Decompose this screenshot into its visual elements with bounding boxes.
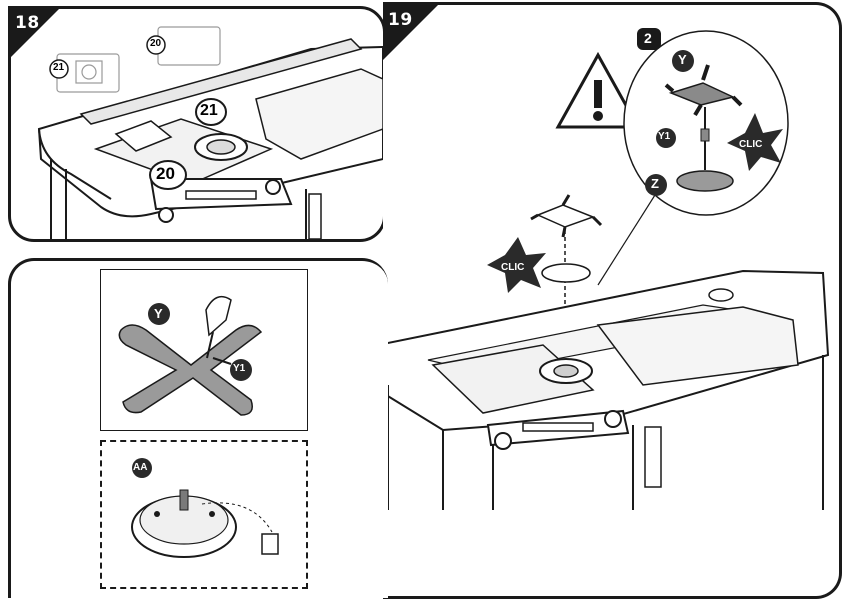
warning-triangle-icon	[555, 51, 641, 129]
part-AA-callout: AA	[133, 462, 148, 473]
part-Z-callout: Z	[651, 176, 659, 191]
clic-label-main: CLIC	[501, 262, 525, 273]
leg-assembly-subpanel: Y Y1	[100, 269, 308, 431]
step-19-number: 19	[388, 10, 413, 30]
part-20-box-label: 20	[150, 38, 162, 49]
step-19-panel: 19 2 Y Y1 Z CLIC CLIC	[383, 2, 842, 599]
step-19-tab	[383, 5, 445, 67]
part-Y-callout: Y	[678, 52, 687, 67]
part-20-callout: 20	[156, 164, 175, 183]
step-18-illustration	[37, 26, 383, 239]
step-18-tab	[11, 9, 73, 71]
step-18-number: 18	[15, 13, 40, 33]
battery-illustration	[131, 458, 279, 558]
step-tab-shape	[11, 9, 59, 57]
part-21-callout: 21	[200, 102, 218, 119]
clic-label-detail: CLIC	[739, 139, 763, 150]
part-Y1-sub-callout: Y1	[233, 363, 246, 374]
step-18-panel: 18 20 21 21 20	[8, 6, 386, 242]
step-tab-shape	[383, 5, 438, 60]
part-Y-sub-callout: Y	[154, 306, 163, 321]
battery-subpanel: AA	[100, 440, 308, 589]
step-19-illustration	[383, 28, 830, 510]
clic-star-icon	[727, 113, 783, 171]
leg-assembly-illustration	[118, 295, 263, 416]
part-Y1-callout: Y1	[658, 131, 671, 142]
clic-star-icon	[487, 237, 546, 293]
bottom-left-panel: Y Y1 AA	[8, 258, 388, 598]
part-21-box-label: 21	[53, 62, 65, 73]
detail-number: 2	[644, 30, 652, 46]
